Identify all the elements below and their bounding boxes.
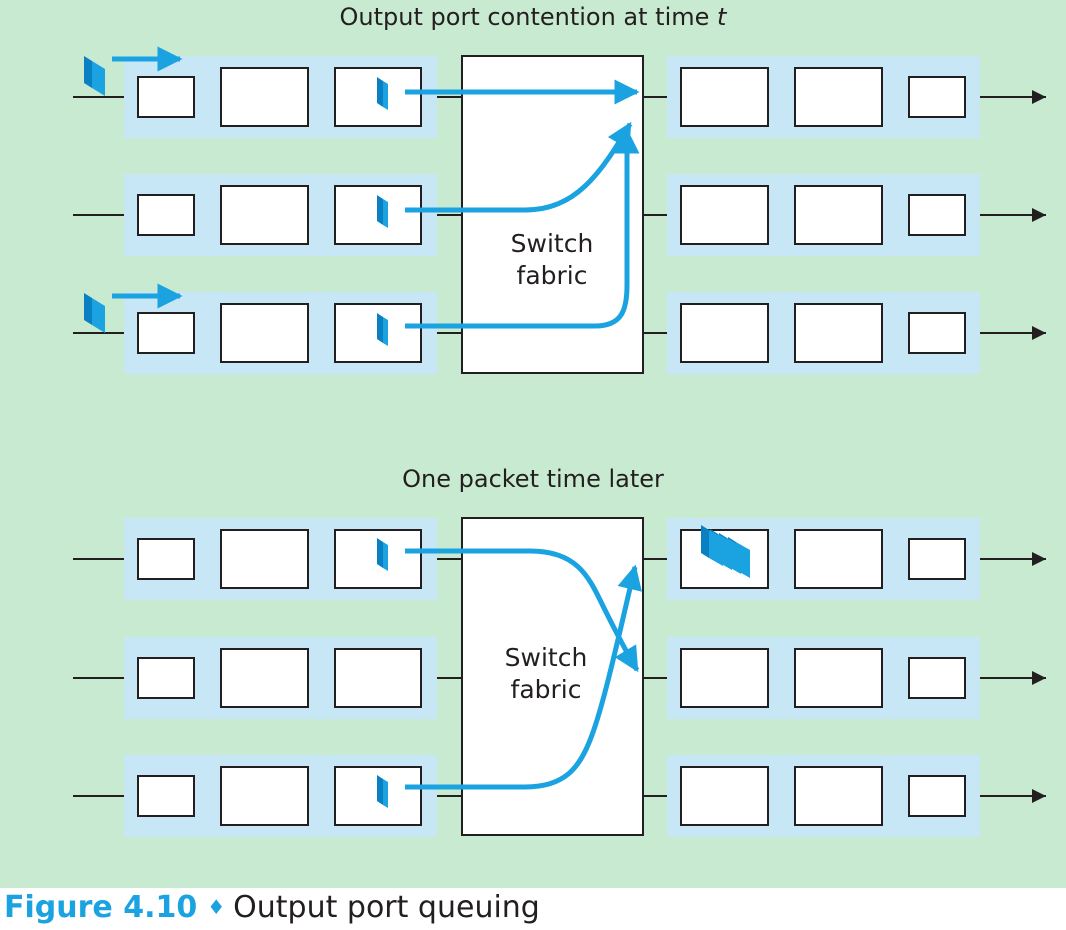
top-fabric-label-line1: Switch: [511, 229, 594, 258]
top-title: Output port contention at time t: [0, 3, 1066, 31]
bottom-input-port-1: [72, 517, 463, 601]
bottom-output-port-3: [643, 755, 1046, 837]
caption-text: Output port queuing: [233, 890, 540, 925]
bottom-input-port-3: [72, 754, 463, 838]
figure-number: Figure 4.10: [4, 890, 198, 925]
top-title-text: Output port contention at time: [339, 3, 718, 31]
top-output-port-1: [643, 56, 1046, 138]
top-output-port-2: [643, 174, 1046, 256]
figure-caption: Figure 4.10 ♦ Output port queuing: [4, 888, 540, 927]
bottom-fabric-label-line2: fabric: [511, 675, 582, 704]
bottom-input-port-2: [72, 636, 463, 720]
top-arriving-packet-1: [84, 56, 105, 96]
bottom-fabric-label-line1: Switch: [505, 643, 588, 672]
top-fabric-label-line2: fabric: [517, 261, 588, 290]
output-port-queuing-diagram: Switch fabric Switch fabric: [72, 46, 1066, 838]
top-path-3: [405, 128, 640, 329]
top-arriving-packet-3: [84, 293, 105, 333]
bottom-title: One packet time later: [402, 465, 664, 493]
top-output-port-3: [643, 292, 1046, 374]
top-switch: Switch fabric: [72, 46, 1046, 375]
top-input-port-3: [72, 291, 463, 375]
top-input-port-2: [72, 173, 463, 257]
top-input-port-1: [72, 55, 463, 139]
bottom-path-1: [405, 548, 640, 673]
bottom-path-3: [405, 564, 642, 790]
caption-separator: ♦: [207, 895, 226, 919]
bottom-switch: Switch fabric: [72, 517, 1046, 838]
top-title-variable: t: [717, 3, 727, 31]
bottom-output-port-2: [643, 637, 1046, 719]
